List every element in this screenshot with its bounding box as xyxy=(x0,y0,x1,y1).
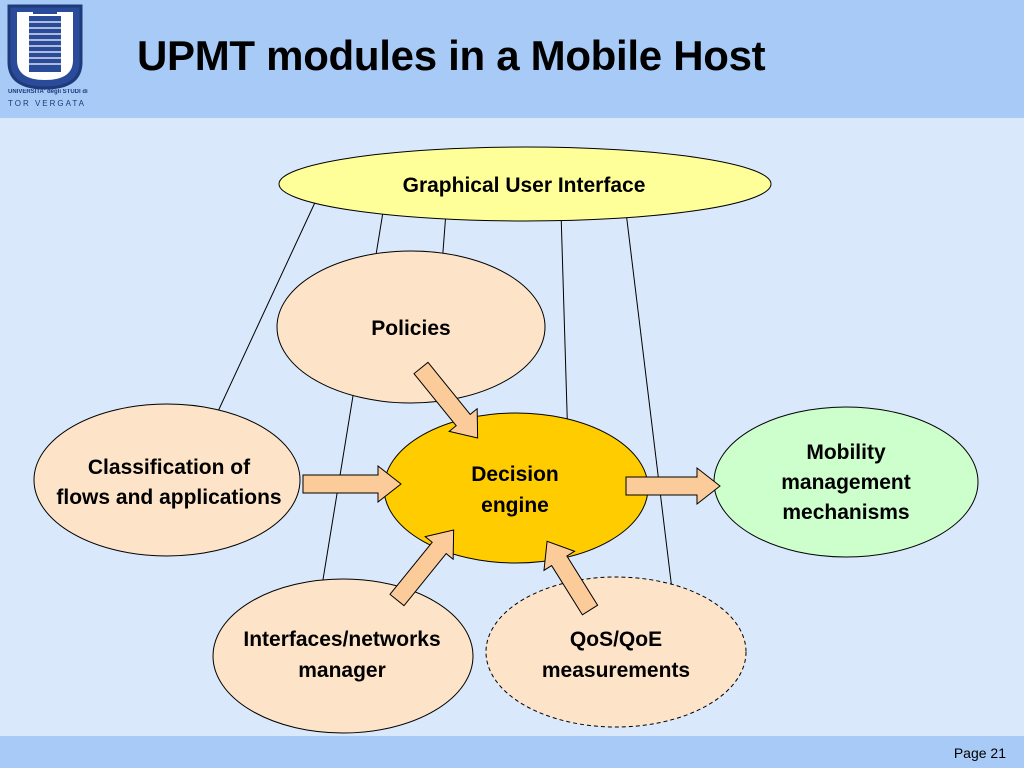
logo-text-university: UNIVERSITA' degli STUDI di ROMA xyxy=(8,89,88,95)
arrow-decision-to-mobility xyxy=(625,466,721,506)
header-band xyxy=(0,0,1024,118)
mobility-label-line2: management xyxy=(781,471,911,494)
classification-label-line1: Classification of xyxy=(88,456,251,479)
mobility-label-line3: mechanisms xyxy=(782,501,909,524)
page-number: Page 21 xyxy=(953,745,1006,761)
interfaces-label-line2: manager xyxy=(298,659,386,682)
gui-link-qos xyxy=(625,211,675,607)
gui-label: Graphical User Interface xyxy=(403,174,646,197)
arrow-interfaces-to-decision xyxy=(389,529,455,607)
qos-ellipse xyxy=(485,576,747,728)
university-logo xyxy=(7,4,83,90)
logo-text-campus: TOR VERGATA xyxy=(8,99,87,108)
decision-label-line2: engine xyxy=(481,494,549,517)
arrow-classification-to-decision xyxy=(302,464,402,504)
slide-title: UPMT modules in a Mobile Host xyxy=(137,32,766,79)
qos-label-line1: QoS/QoE xyxy=(570,628,662,651)
classification-label-line2: flows and applications xyxy=(56,486,281,509)
gui-link-decision xyxy=(560,211,569,445)
gui-ellipse xyxy=(278,146,772,222)
gui-link-classification xyxy=(213,195,319,421)
decision-ellipse xyxy=(383,412,649,564)
interfaces-ellipse xyxy=(212,578,474,734)
policies-label: Policies xyxy=(371,317,450,340)
decision-label-line1: Decision xyxy=(471,463,559,486)
arrow-qos-to-decision xyxy=(543,540,599,616)
qos-label-line2: measurements xyxy=(542,659,690,682)
interfaces-label-line1: Interfaces/networks xyxy=(243,628,440,651)
policies-ellipse xyxy=(276,250,546,404)
mobility-label-line1: Mobility xyxy=(806,441,886,464)
classification-ellipse xyxy=(33,403,301,557)
footer-band: Page 21 xyxy=(0,736,1024,768)
arrow-policies-to-decision xyxy=(413,361,479,439)
